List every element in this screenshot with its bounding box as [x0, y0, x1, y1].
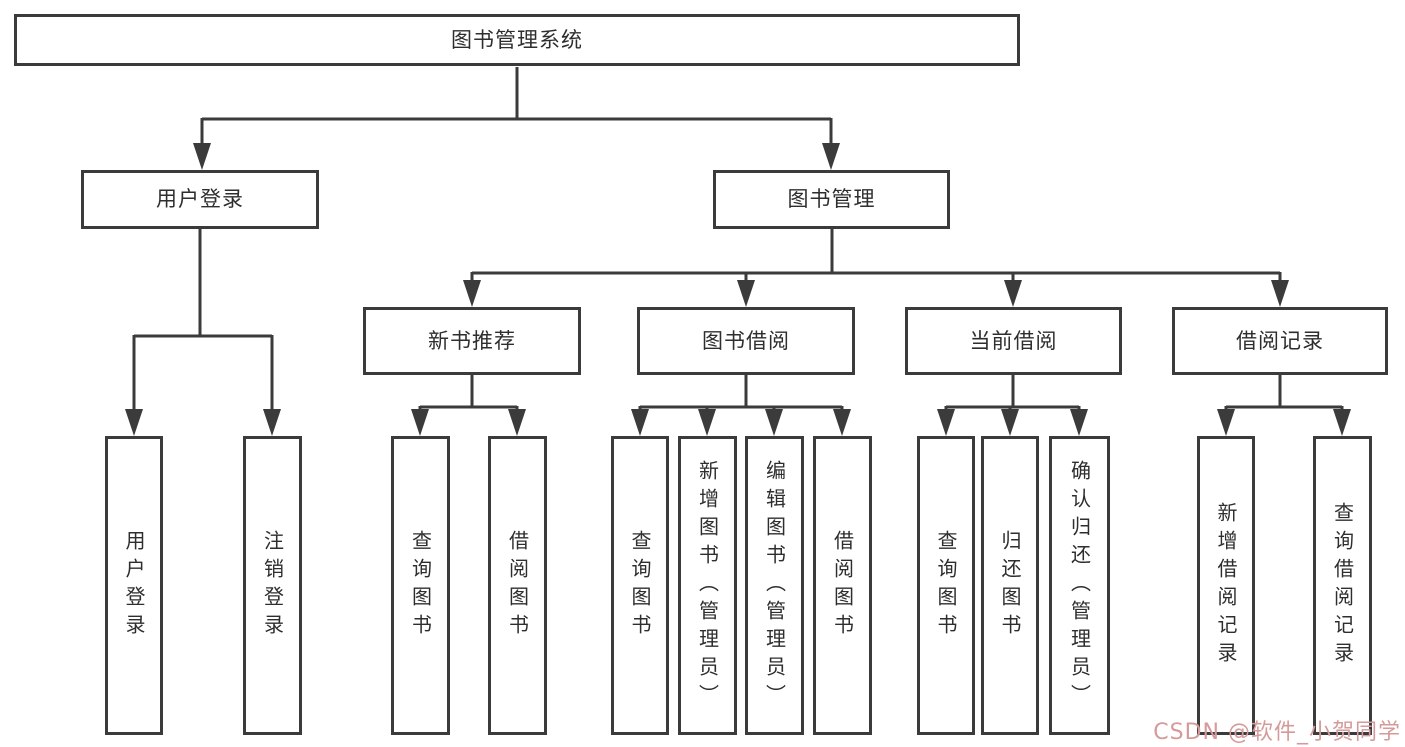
node-book-management: 图书管理: [713, 170, 950, 229]
arrowhead-icon: [822, 143, 840, 170]
leaf-query-books-recommend-label: 查询图书: [408, 529, 433, 642]
node-new-book-recommend-label: 新书推荐: [428, 328, 516, 353]
leaf-add-book-admin-label: 新增图书（管理员）: [695, 459, 720, 712]
leaf-return-book-label: 归还图书: [998, 529, 1022, 642]
arrowhead-icon: [737, 280, 755, 307]
node-book-borrowing: 图书借阅: [637, 307, 855, 375]
node-book-management-label: 图书管理: [787, 187, 876, 211]
arrowhead-icon: [263, 409, 281, 436]
leaf-return-book: 归还图书: [981, 436, 1039, 735]
arrowhead-icon: [765, 409, 783, 436]
leaf-borrow-books-borrowing-label: 借阅图书: [830, 529, 855, 642]
leaf-add-borrow-record: 新增借阅记录: [1197, 436, 1255, 735]
node-borrowing-records-label: 借阅记录: [1236, 328, 1324, 353]
leaf-add-book-admin: 新增图书（管理员）: [678, 436, 737, 735]
arrowhead-icon: [1333, 409, 1351, 436]
leaf-borrow-books-borrowing: 借阅图书: [813, 436, 872, 735]
leaf-query-books-recommend: 查询图书: [391, 436, 450, 735]
leaf-query-borrow-record-label: 查询借阅记录: [1330, 501, 1355, 670]
arrowhead-icon: [463, 280, 481, 307]
leaf-query-books-current: 查询图书: [917, 436, 975, 735]
leaf-logout: 注销登录: [243, 436, 302, 735]
leaf-confirm-return-admin-label: 确认归还（管理员）: [1067, 459, 1092, 712]
leaf-borrow-books-recommend-label: 借阅图书: [505, 529, 530, 642]
node-user-login: 用户登录: [81, 170, 319, 229]
node-user-login-label: 用户登录: [156, 187, 244, 211]
leaf-user-login-label: 用户登录: [122, 529, 146, 642]
arrowhead-icon: [1004, 280, 1022, 307]
leaf-confirm-return-admin: 确认归还（管理员）: [1049, 436, 1110, 735]
node-borrowing-records: 借阅记录: [1172, 307, 1388, 375]
arrowhead-icon: [508, 409, 526, 436]
arrowhead-icon: [937, 409, 955, 436]
leaf-borrow-books-recommend: 借阅图书: [488, 436, 547, 735]
node-new-book-recommend: 新书推荐: [363, 307, 581, 375]
watermark: CSDN @软件_小贺同学: [1153, 720, 1401, 745]
arrowhead-icons: [125, 143, 1351, 436]
connector-shafts: [132, 67, 1344, 412]
arrowhead-icon: [698, 409, 716, 436]
arrowhead-icon: [1217, 409, 1235, 436]
leaf-query-books-borrowing-label: 查询图书: [628, 529, 652, 642]
node-book-borrowing-label: 图书借阅: [702, 328, 790, 353]
arrowhead-icon: [631, 409, 649, 436]
node-current-borrowing-label: 当前借阅: [969, 328, 1058, 353]
leaf-edit-book-admin-label: 编辑图书（管理员）: [762, 459, 787, 712]
arrowhead-icon: [1271, 280, 1289, 307]
node-current-borrowing: 当前借阅: [905, 307, 1122, 375]
arrowhead-icon: [833, 409, 851, 436]
arrowhead-icon: [125, 409, 143, 436]
leaf-add-borrow-record-label: 新增借阅记录: [1214, 501, 1238, 670]
arrowhead-icon: [1001, 409, 1019, 436]
leaf-user-login: 用户登录: [105, 436, 163, 735]
leaf-query-books-borrowing: 查询图书: [611, 436, 669, 735]
arrowhead-icon: [1070, 409, 1088, 436]
leaf-query-borrow-record: 查询借阅记录: [1313, 436, 1372, 735]
leaf-edit-book-admin: 编辑图书（管理员）: [745, 436, 804, 735]
leaf-logout-label: 注销登录: [260, 529, 285, 642]
leaf-query-books-current-label: 查询图书: [934, 529, 958, 642]
arrowhead-icon: [411, 409, 429, 436]
arrowhead-icon: [193, 143, 211, 170]
node-root-label: 图书管理系统: [451, 27, 583, 52]
node-root: 图书管理系统: [14, 14, 1020, 66]
